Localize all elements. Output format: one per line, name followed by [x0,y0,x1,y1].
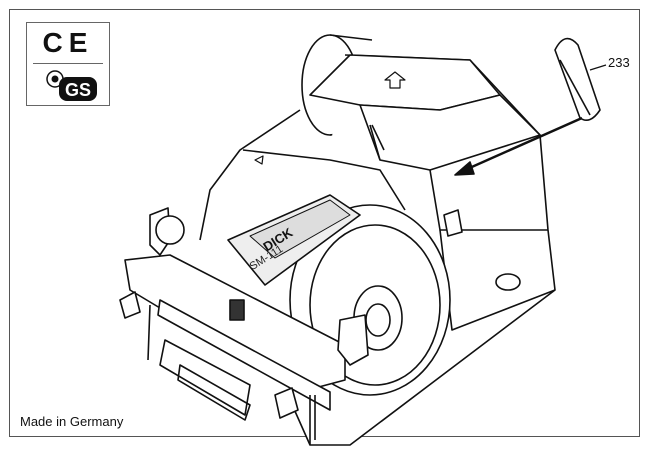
callout-number: 233 [608,55,630,70]
gs-mark-icon: GS [46,70,97,101]
divider [33,63,103,64]
gs-mark: GS [65,80,91,100]
certification-logo-box: CE GS [26,22,110,106]
insertion-arrow [454,116,583,176]
label-plate [227,194,361,286]
origin-text: Made in Germany [20,414,124,429]
ce-mark: CE [42,27,94,58]
gs-badge-icon [495,273,521,291]
crank-handle-233 [554,37,607,121]
clamp-knobs [119,207,463,419]
guide-rail [124,254,346,445]
direction-arrow-icon [384,71,406,89]
